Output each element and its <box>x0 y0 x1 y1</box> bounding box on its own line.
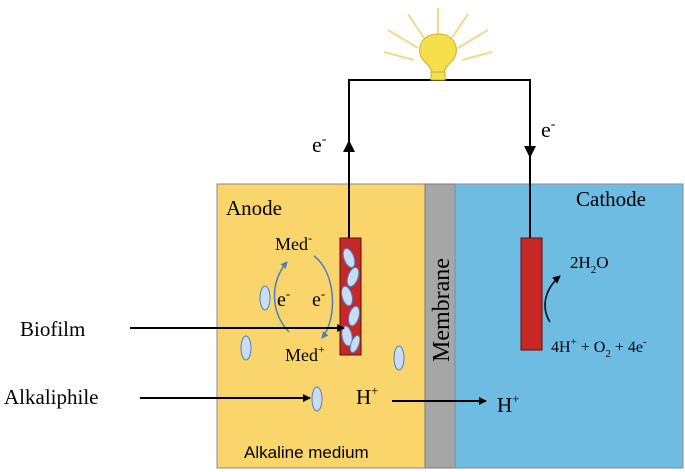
membrane-label: Membrane <box>429 258 455 362</box>
light-bulb-icon <box>383 8 493 81</box>
cycle-electron-right: e- <box>312 286 325 311</box>
electron-label-right: e- <box>541 117 556 142</box>
proton-right-label: H+ <box>497 391 520 417</box>
alkaliphile-cells <box>240 285 405 412</box>
membrane <box>424 183 456 469</box>
anode-chamber <box>216 183 426 469</box>
cathode-chamber <box>454 183 684 469</box>
electron-arrow-down <box>524 146 536 158</box>
cathode-label: Cathode <box>576 187 646 211</box>
cathode-reaction-arrow <box>544 275 561 323</box>
cycle-electron-left: e- <box>277 286 290 311</box>
electron-arrow-up <box>343 140 355 152</box>
water-product-label: 2H2O <box>570 253 609 276</box>
electron-label-left: e- <box>312 132 327 157</box>
anode-label: Anode <box>226 196 282 220</box>
med-oxidized-label: Med- <box>275 231 312 254</box>
cathode-reactants-label: 4H+ + O2 + 4e- <box>551 336 647 360</box>
med-reduced-label: Med+ <box>285 342 325 365</box>
cathode-electrode <box>520 237 543 351</box>
biofilm-label: Biofilm <box>20 317 85 341</box>
proton-left-label: H+ <box>356 383 379 409</box>
mediator-cycle-right-arrow <box>313 255 334 339</box>
alkaline-medium-label: Alkaline medium <box>244 443 369 462</box>
mediator-cycle-left-arrow <box>273 261 290 333</box>
alkaliphile-label: Alkaliphile <box>4 385 98 409</box>
